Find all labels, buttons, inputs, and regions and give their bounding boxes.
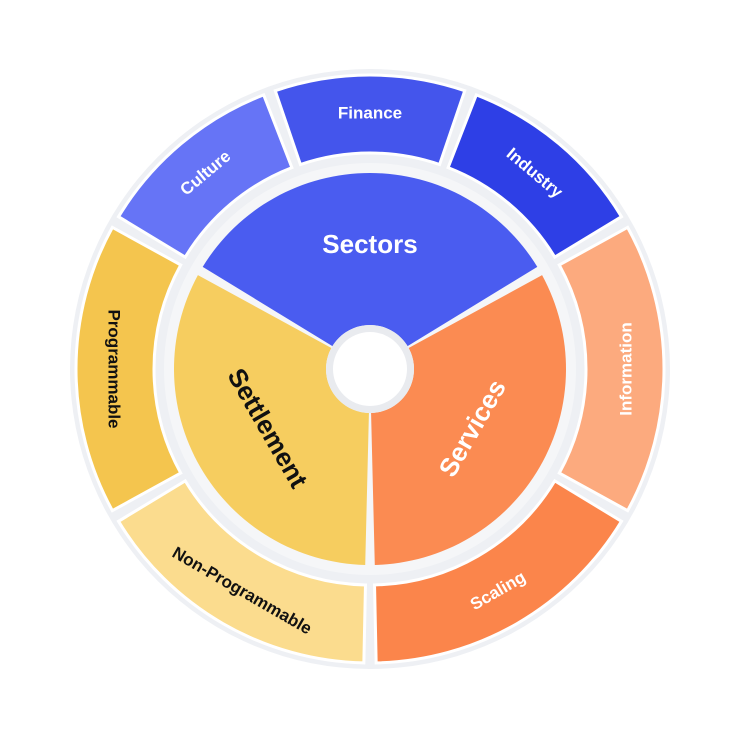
label-sectors: Sectors [322, 229, 417, 259]
outer-segment-information[interactable] [557, 225, 666, 513]
inner-segment-services[interactable] [371, 275, 566, 565]
label-programmable: Programmable [105, 309, 124, 428]
outer-segment-finance[interactable] [273, 73, 467, 167]
center-hub [333, 332, 407, 406]
outer-segment-programmable[interactable] [74, 225, 183, 513]
label-finance: Finance [338, 104, 402, 123]
outer-segment-industry[interactable] [446, 92, 624, 260]
outer-segment-non-programmable[interactable] [116, 478, 368, 665]
inner-segment-settlement[interactable] [174, 275, 369, 565]
outer-ring [74, 73, 666, 665]
inner-ring [174, 172, 566, 565]
outer-segment-scaling[interactable] [372, 478, 624, 665]
inner-segment-sectors[interactable] [202, 172, 538, 347]
outer-segment-culture[interactable] [116, 92, 294, 260]
label-information: Information [617, 322, 636, 416]
